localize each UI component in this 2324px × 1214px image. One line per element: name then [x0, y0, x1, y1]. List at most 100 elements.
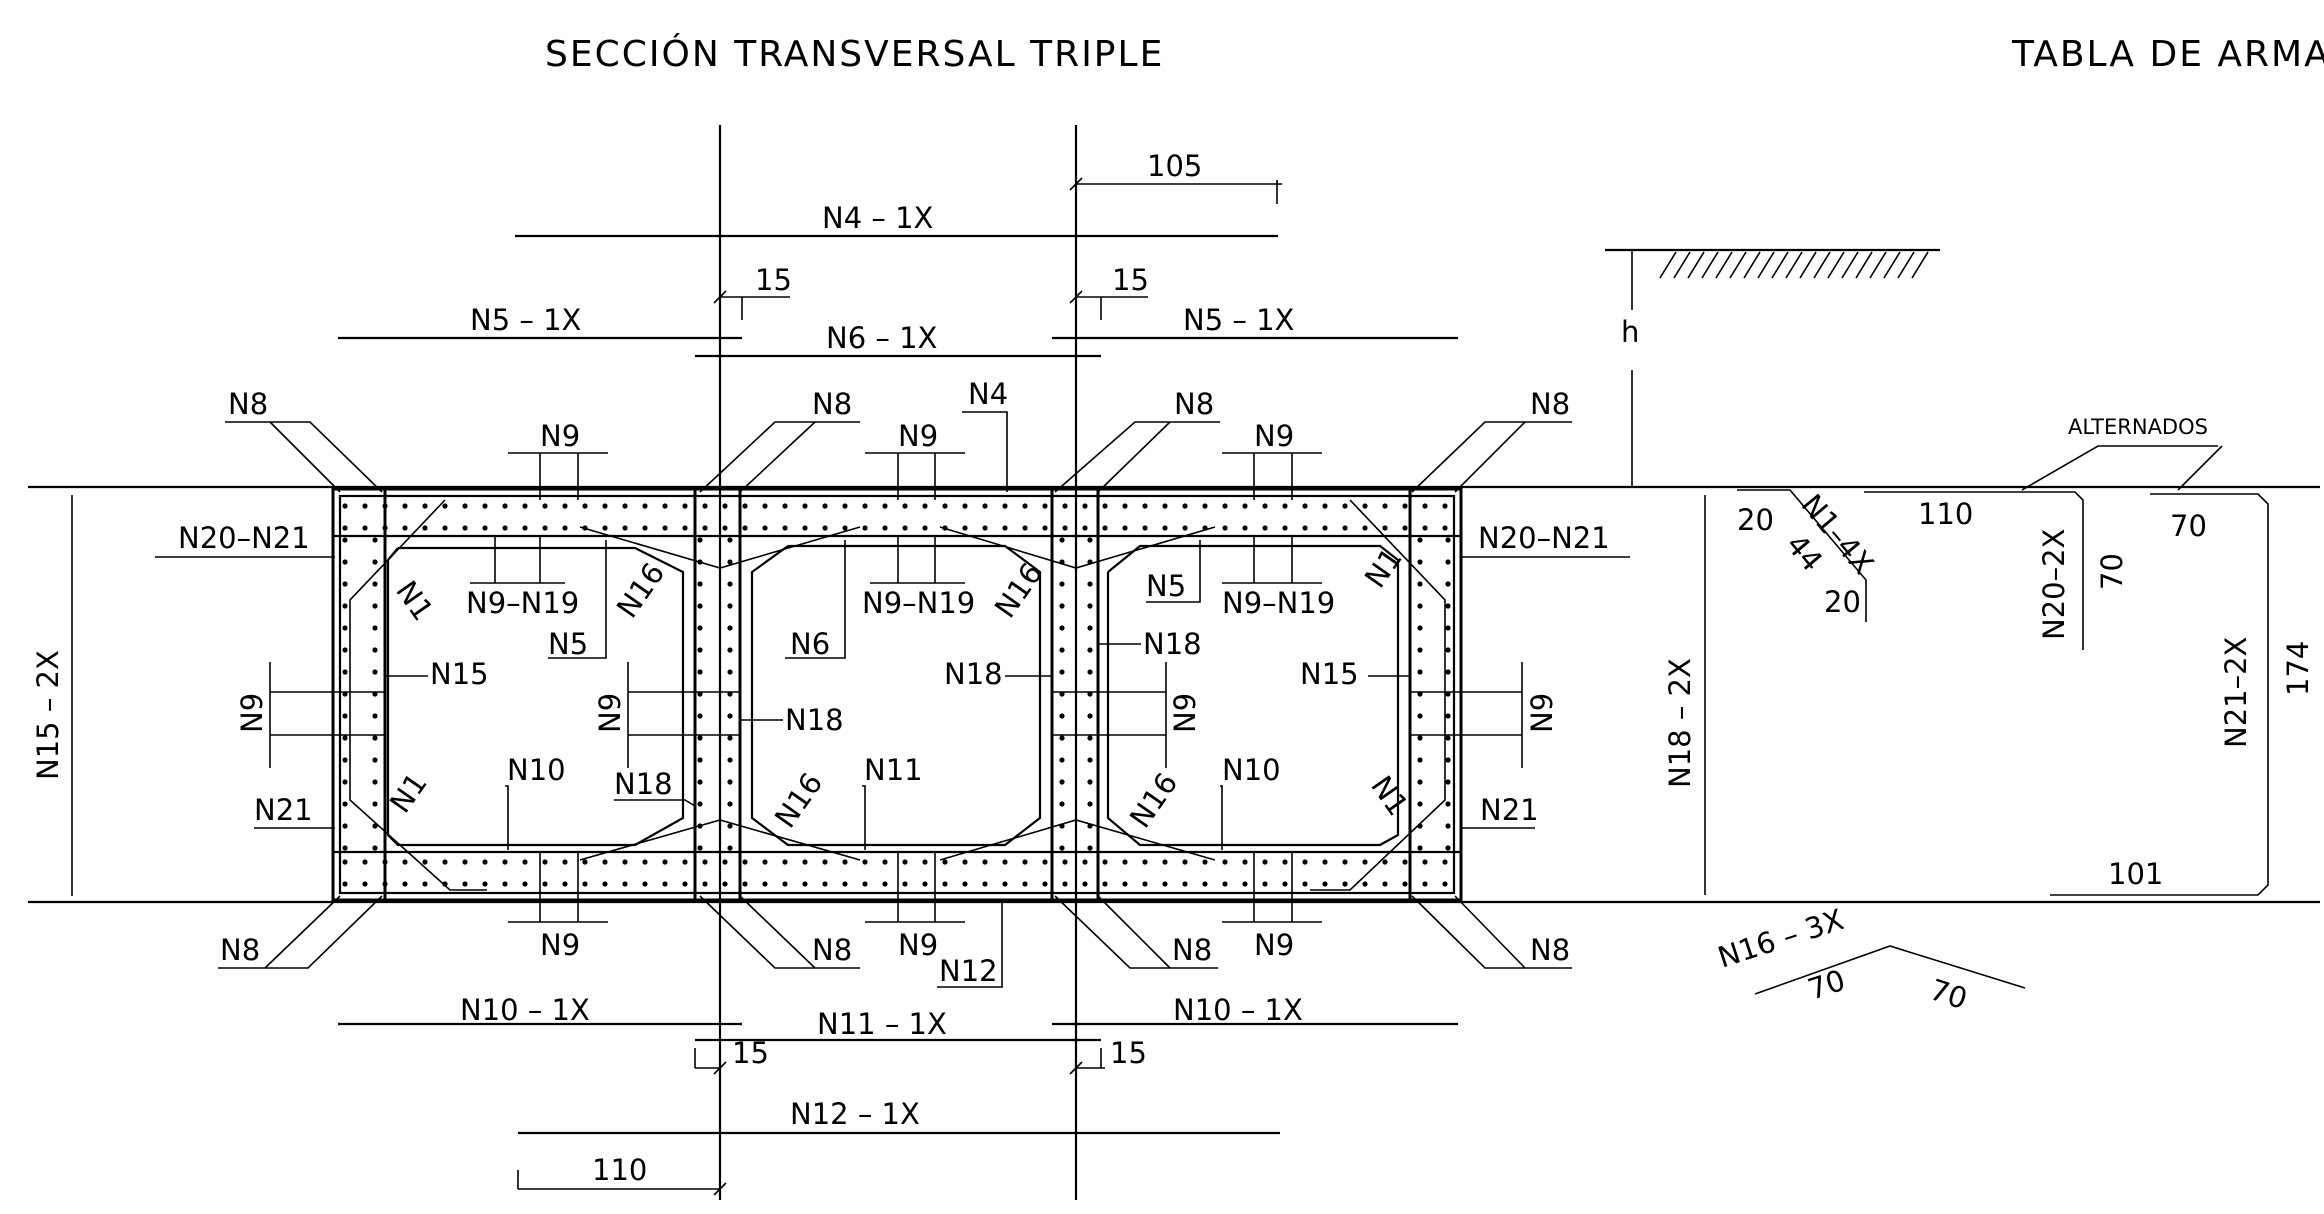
rebar-dot: [582, 503, 588, 509]
n20-dim-70: 70: [2095, 553, 2129, 590]
alternados-label: ALTERNADOS: [2068, 415, 2208, 439]
rebar-dot: [742, 859, 748, 865]
rebar-dot: [482, 525, 488, 531]
n1-3: N1: [383, 767, 434, 819]
dim-105: 105: [1147, 149, 1202, 183]
n8-bottom-1: N8: [220, 933, 260, 967]
rebar-dot: [1162, 881, 1168, 887]
rebar-dot: [727, 735, 733, 741]
rebar-dot: [782, 859, 788, 865]
rebar-dot: [372, 603, 378, 609]
rebar-dot: [1422, 525, 1428, 531]
rebar-dot: [1002, 503, 1008, 509]
rebar-dot: [1062, 525, 1068, 531]
rebar-dot: [602, 525, 608, 531]
rebar-dot: [1059, 757, 1065, 763]
rebar-dot: [342, 603, 348, 609]
rebar-dot: [1445, 713, 1451, 719]
rebar-dot: [697, 779, 703, 785]
rebar-dot: [1082, 525, 1088, 531]
rebar-dot: [727, 647, 733, 653]
rebar-dot: [727, 669, 733, 675]
rebar-dot: [1445, 669, 1451, 675]
rebar-dot: [1087, 757, 1093, 763]
rebar-dot: [1402, 525, 1408, 531]
rebar-dot: [342, 647, 348, 653]
rebar-dot: [697, 603, 703, 609]
n18-1: N18: [785, 703, 844, 737]
n18-2: N18: [944, 657, 1003, 691]
rebar-dot: [1059, 845, 1065, 851]
rebar-dot: [962, 525, 968, 531]
rebar-dot: [1282, 503, 1288, 509]
n10-left-label: N10 – 1X: [460, 993, 590, 1027]
rebar-dot: [1342, 859, 1348, 865]
rebar-dot: [982, 503, 988, 509]
n5-left-label: N5 – 1X: [470, 303, 581, 337]
rebar-dot: [1087, 735, 1093, 741]
rebar-dot: [342, 537, 348, 543]
rebar-dot: [1445, 735, 1451, 741]
n4-label: N4: [968, 377, 1008, 411]
rebar-dot: [1322, 881, 1328, 887]
rebar-dot: [727, 625, 733, 631]
rebar-dot: [372, 757, 378, 763]
rebar-dot: [742, 503, 748, 509]
rebar-dot: [602, 881, 608, 887]
rebar-dot: [542, 525, 548, 531]
rebar-dot: [522, 881, 528, 887]
rebar-dot: [727, 713, 733, 719]
rebar-dot: [1042, 881, 1048, 887]
n16-dim-70a: 70: [1804, 963, 1850, 1007]
rebar-dot: [502, 525, 508, 531]
rebar-dot: [342, 859, 348, 865]
rebar-dot: [1087, 581, 1093, 587]
rebar-dot: [502, 859, 508, 865]
rebar-dot: [442, 503, 448, 509]
rebar-dot: [702, 525, 708, 531]
rebar-dot: [402, 503, 408, 509]
rebar-dot: [1322, 503, 1328, 509]
rebar-dot: [727, 559, 733, 565]
n18-3: N18: [1143, 627, 1202, 661]
rebar-dot: [702, 881, 708, 887]
n5-left: N5: [548, 627, 588, 661]
rebar-dot: [702, 503, 708, 509]
rebar-dot: [902, 525, 908, 531]
rebar-dot: [697, 625, 703, 631]
rebar-dot: [1182, 859, 1188, 865]
rebar-dot: [1059, 603, 1065, 609]
rebar-dot: [742, 525, 748, 531]
rebar-dot: [1002, 859, 1008, 865]
rebar-dot: [342, 757, 348, 763]
rebar-dot: [942, 859, 948, 865]
n9-top-3: N9: [1254, 419, 1294, 453]
rebar-dot: [1082, 503, 1088, 509]
rebar-dot: [682, 525, 688, 531]
rebar-dot: [1445, 559, 1451, 565]
rebar-dot: [522, 525, 528, 531]
n9-n19-3: N9–N19: [1222, 586, 1335, 620]
rebar-dot: [1062, 859, 1068, 865]
rebar-dot: [982, 881, 988, 887]
rebar-dot: [1362, 525, 1368, 531]
rebar-dot: [862, 503, 868, 509]
rebar-dot: [1242, 881, 1248, 887]
rebar-dot: [1102, 525, 1108, 531]
rebar-dot: [697, 801, 703, 807]
rebar-dot: [802, 503, 808, 509]
rebar-dot: [602, 859, 608, 865]
rebar-dot: [1417, 735, 1423, 741]
rebar-dot: [842, 503, 848, 509]
rebar-dot: [1322, 525, 1328, 531]
n1-1: N1: [389, 575, 440, 627]
n15-2x-label: N15 – 2X: [31, 650, 65, 780]
rebar-dot: [902, 859, 908, 865]
n9-n19-1: N9–N19: [466, 586, 579, 620]
rebar-dot: [372, 779, 378, 785]
dim-15-bottom-left: 15: [732, 1036, 769, 1070]
rebar-dot: [1442, 525, 1448, 531]
rebar-dot: [962, 503, 968, 509]
rebar-dot: [942, 503, 948, 509]
